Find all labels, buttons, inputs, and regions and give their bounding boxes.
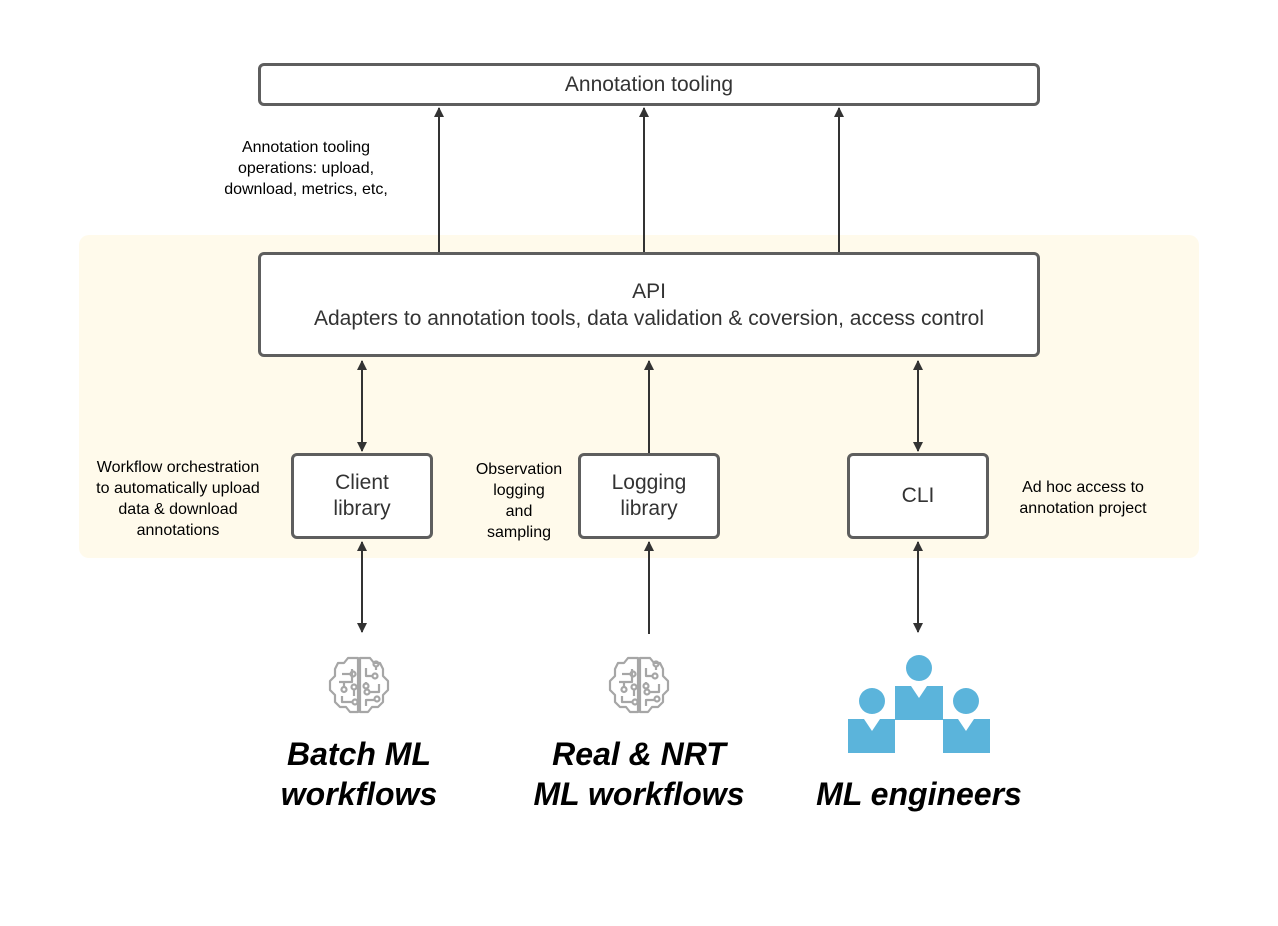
- note-workflow-orchestration: Workflow orchestration to automatically …: [80, 457, 276, 541]
- api-box: API Adapters to annotation tools, data v…: [258, 252, 1040, 357]
- api-subtitle: Adapters to annotation tools, data valid…: [313, 306, 985, 330]
- note-line: operations: upload,: [237, 160, 375, 177]
- consumer-label-line: ML engineers: [816, 776, 1022, 812]
- component-label: library: [620, 497, 678, 520]
- consumer-label-line: Real & NRT: [552, 736, 726, 772]
- logging-library-box: Logging library: [578, 453, 720, 539]
- consumer-label-line: Batch ML: [287, 736, 431, 772]
- note-line: annotation project: [1019, 500, 1147, 517]
- batch-ml-workflows-label: Batch ML workflows: [239, 734, 479, 814]
- consumer-label-line: workflows: [280, 776, 438, 812]
- note-line: download, metrics, etc,: [224, 181, 388, 198]
- component-label: library: [333, 497, 391, 520]
- realtime-ml-workflows-label: Real & NRT ML workflows: [500, 734, 778, 814]
- api-title: API: [632, 279, 666, 303]
- component-label: CLI: [901, 484, 935, 507]
- brain-circuit-icon: [608, 656, 670, 714]
- annotation-tooling-label: Annotation tooling: [564, 72, 734, 96]
- note-line: logging: [493, 482, 545, 499]
- ml-engineers-label: ML engineers: [789, 774, 1049, 814]
- note-line: annotations: [136, 522, 220, 539]
- annotation-tooling-box: Annotation tooling: [258, 63, 1040, 106]
- cli-box: CLI: [847, 453, 989, 539]
- note-line: and: [505, 503, 533, 520]
- people-group-icon: [848, 655, 990, 753]
- note-observation-logging: Observation logging and sampling: [466, 459, 572, 543]
- component-label: Client: [335, 471, 389, 494]
- brain-circuit-icon: [328, 656, 390, 714]
- client-library-box: Client library: [291, 453, 433, 539]
- note-tooling-operations: Annotation tooling operations: upload, d…: [206, 137, 406, 200]
- note-ad-hoc-access: Ad hoc access to annotation project: [1000, 477, 1166, 519]
- component-label: Logging: [611, 471, 687, 494]
- note-line: Annotation tooling: [241, 139, 371, 156]
- note-line: Ad hoc access to: [1022, 479, 1144, 496]
- note-line: Workflow orchestration: [96, 459, 260, 476]
- note-line: data & download: [118, 501, 238, 518]
- note-line: Observation: [475, 461, 563, 478]
- note-line: sampling: [486, 524, 552, 541]
- consumer-label-line: ML workflows: [533, 776, 745, 812]
- note-line: to automatically upload: [96, 480, 260, 497]
